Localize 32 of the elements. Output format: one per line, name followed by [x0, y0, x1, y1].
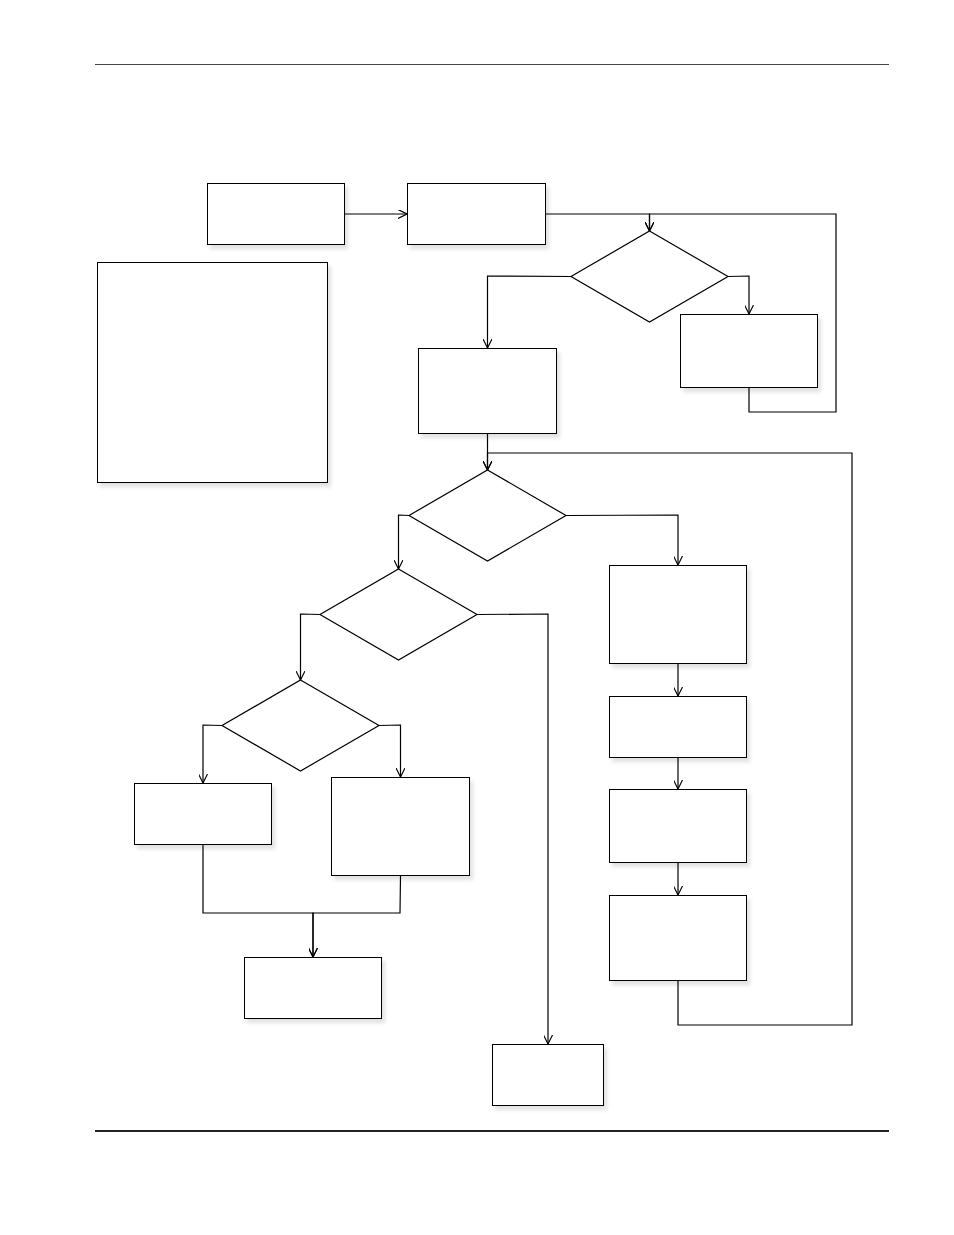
decision-diamond	[409, 470, 566, 561]
process-box	[97, 262, 328, 483]
connector-arrow	[672, 862, 684, 896]
process-box	[418, 348, 557, 434]
connector-arrow	[482, 452, 853, 1026]
connector-arrow	[476, 613, 554, 1045]
process-box	[207, 183, 345, 245]
process-box	[331, 777, 470, 876]
process-box	[492, 1044, 604, 1106]
connector-arrow	[482, 275, 572, 349]
process-box	[244, 957, 382, 1019]
process-box	[609, 895, 747, 981]
process-box	[609, 565, 747, 664]
process-box	[609, 789, 747, 863]
process-box	[680, 314, 818, 388]
decision-diamond	[222, 680, 379, 771]
connector-arrow	[197, 724, 223, 784]
connector-arrow	[672, 757, 684, 790]
connector-arrow	[672, 663, 684, 697]
decision-diamond	[320, 569, 477, 660]
connector-arrow	[344, 208, 408, 220]
process-box	[134, 783, 272, 845]
connector-arrow	[565, 514, 684, 566]
connector-arrow	[393, 514, 410, 570]
connector-arrow	[727, 275, 755, 315]
connector-arrow	[644, 213, 837, 413]
connector-arrow	[307, 875, 402, 958]
process-box	[407, 183, 546, 245]
connector-arrow	[378, 724, 406, 778]
process-box	[609, 696, 747, 758]
connector-arrow	[295, 613, 321, 681]
decision-diamond	[571, 231, 728, 322]
